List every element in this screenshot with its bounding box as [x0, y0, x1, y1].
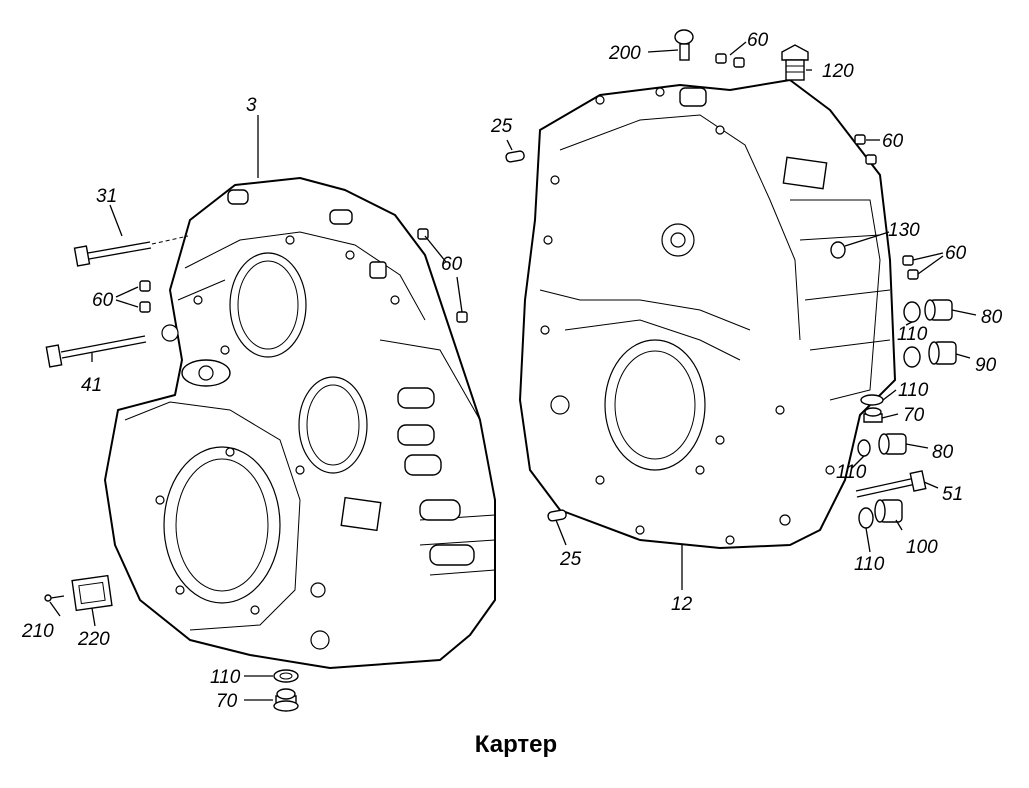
diagram-caption: Картер [475, 731, 557, 758]
label-60-left-mid: 60 [441, 254, 463, 275]
plug-100 [874, 499, 903, 523]
bolt-51 [855, 470, 927, 498]
label-90: 90 [975, 355, 997, 376]
plug-130 [830, 241, 846, 259]
washer-110-right-3 [858, 507, 874, 529]
washer-110-right-1 [903, 301, 921, 368]
label-120: 120 [822, 61, 854, 82]
nameplate-screw-210 [44, 594, 65, 602]
washer-110-bottom [273, 669, 299, 683]
leader-lines [49, 41, 977, 701]
plug-70-right [863, 407, 883, 423]
label-41: 41 [81, 375, 102, 396]
gearbox-housing-part-12 [519, 79, 896, 549]
label-60-right-top: 60 [882, 131, 904, 152]
label-3: 3 [246, 95, 257, 116]
plug-90 [928, 341, 957, 365]
label-220: 220 [77, 629, 110, 650]
nameplate-220 [71, 574, 113, 612]
label-60-left: 60 [92, 290, 114, 311]
label-60-top: 60 [747, 30, 769, 51]
label-100: 100 [906, 537, 938, 558]
bolt-31 [73, 235, 189, 267]
label-70-right: 70 [903, 405, 925, 426]
label-25-top: 25 [490, 116, 513, 137]
label-110-right-2: 110 [898, 380, 929, 401]
plug-80-lower [857, 433, 907, 457]
label-12: 12 [671, 594, 693, 615]
label-80-upper: 80 [981, 307, 1003, 328]
label-110-right-1: 110 [897, 324, 928, 345]
plug-80-upper [924, 299, 953, 321]
pin-25-bottom [547, 509, 567, 522]
plug-60-left [139, 228, 468, 323]
label-130: 130 [888, 220, 920, 241]
eye-bolt-200 [674, 29, 694, 61]
pin-25-top [505, 150, 525, 163]
label-51: 51 [942, 484, 963, 505]
part-labels: 3 31 60 41 60 210 220 110 70 200 60 120 … [21, 30, 1003, 712]
plug-120 [781, 44, 809, 81]
label-110-right-4: 110 [854, 554, 885, 575]
label-110-bottom: 110 [210, 667, 241, 688]
label-200: 200 [608, 43, 641, 64]
label-70-bottom: 70 [216, 691, 238, 712]
label-80-lower: 80 [932, 442, 954, 463]
label-110-right-3: 110 [836, 462, 867, 483]
clutch-housing-part-3 [104, 177, 496, 669]
bolt-41 [45, 335, 147, 368]
plug-60-top [715, 53, 745, 68]
plug-60-right [854, 134, 919, 280]
label-60-right: 60 [945, 243, 967, 264]
washer-110-right-2 [860, 394, 884, 406]
plug-70-bottom [273, 688, 299, 712]
label-31: 31 [96, 186, 117, 207]
label-210: 210 [21, 621, 54, 642]
label-25-bottom: 25 [559, 549, 582, 570]
